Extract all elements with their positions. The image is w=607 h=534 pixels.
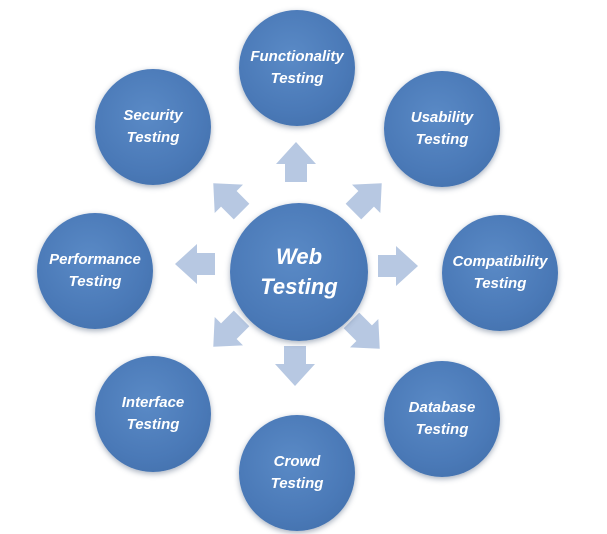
node-label-line1: Performance [49,251,141,268]
center-label-line1: Web [275,244,323,269]
node-label-line1: Usability [410,109,474,126]
compatibility-testing-node: Compatibility Testing [442,215,558,331]
functionality-testing-node: Functionality Testing [239,10,355,126]
node-label-line2: Testing [473,275,527,292]
node-label-line2: Testing [126,129,180,146]
performance-testing-node: Performance Testing [37,213,153,329]
interface-testing-node: Interface Testing [95,356,211,472]
arrow-to-database [343,312,380,349]
center-label-line2: Testing [260,274,338,299]
web-testing-center-node: Web Testing [230,203,368,341]
database-testing-node: Database Testing [384,361,500,477]
arrow-to-performance [175,244,215,284]
security-testing-node: Security Testing [95,69,211,185]
node-label-line1: Compatibility [452,253,548,270]
node-label-line2: Testing [270,475,324,492]
node-label-line2: Testing [415,131,469,148]
node-label-line2: Testing [270,70,324,87]
arrow-to-crowd [275,346,315,386]
node-label-line1: Functionality [250,48,344,65]
arrow-to-usability [345,183,382,220]
usability-testing-node: Usability Testing [384,71,500,187]
node-label-line1: Security [123,107,183,124]
node-label-line2: Testing [68,273,122,290]
arrow-to-functionality [276,142,316,182]
node-label-line1: Crowd [273,453,321,470]
node-label-line1: Interface [121,394,185,411]
node-label-line2: Testing [415,421,469,438]
crowd-testing-node: Crowd Testing [239,415,355,531]
node-label-line1: Database [408,399,476,416]
arrow-to-compatibility [378,246,418,286]
node-label-line2: Testing [126,416,180,433]
arrow-to-security [213,183,250,220]
arrow-to-interface [213,310,250,347]
